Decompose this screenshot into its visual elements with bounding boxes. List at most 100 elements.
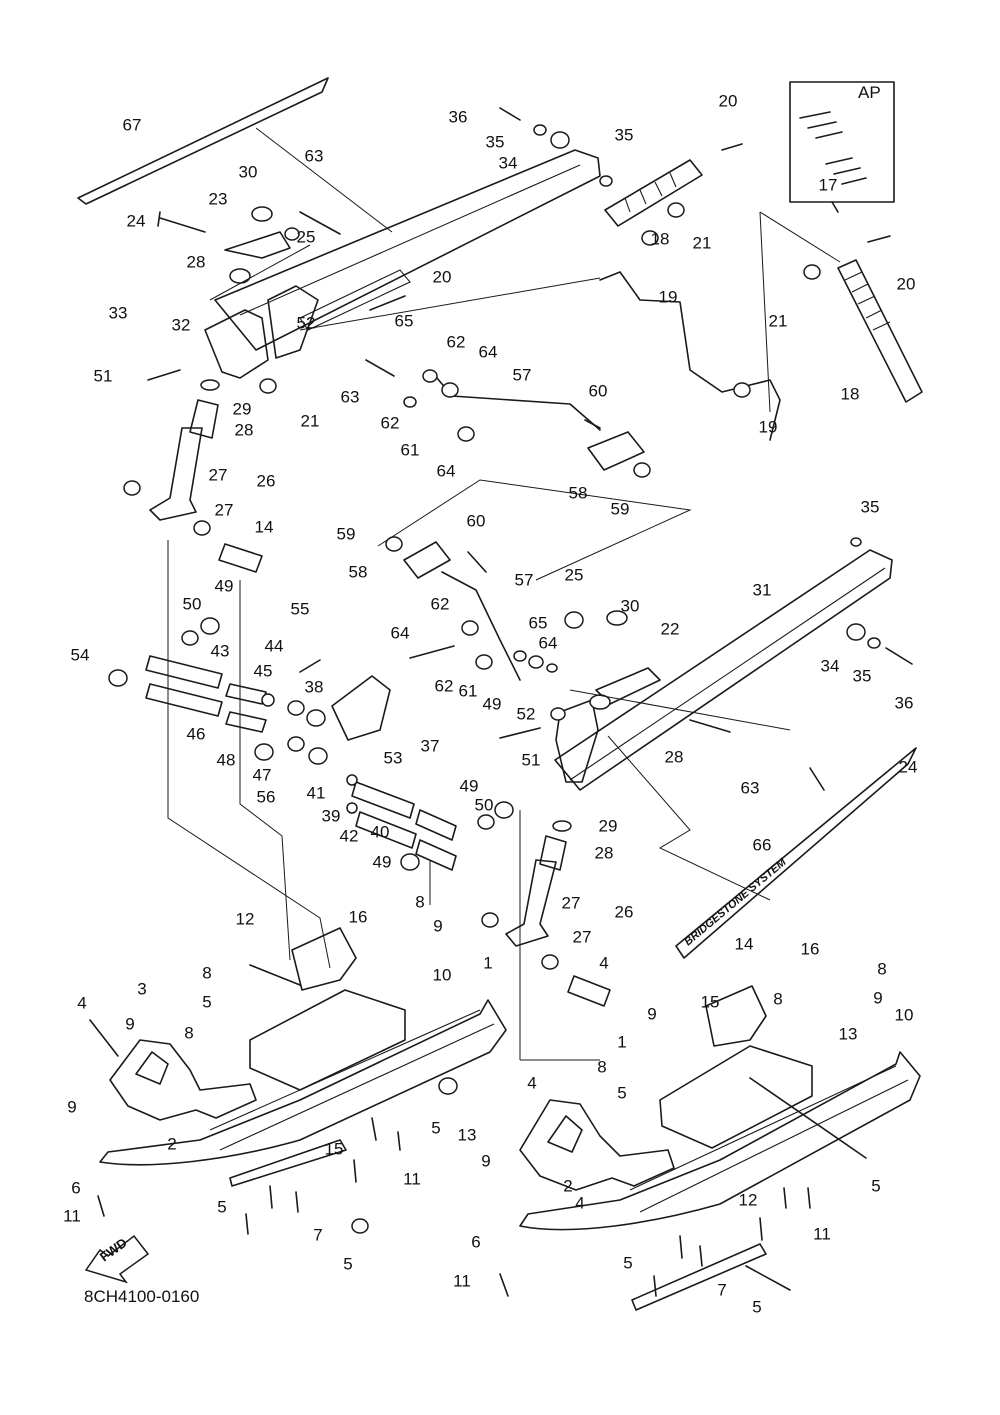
callout-13: 13 [458,1125,477,1144]
bracket-23 [224,231,291,259]
cap-50a [181,630,199,646]
nut-25 [284,227,300,241]
callout-27: 27 [562,893,581,912]
callout-35: 35 [615,125,634,144]
callout-50: 50 [475,795,494,814]
callout-64: 64 [437,461,456,480]
callout-49: 49 [460,776,479,795]
pin-60a [584,419,601,429]
studs-11d [653,1235,703,1297]
callout-9: 9 [481,1151,490,1170]
callout-6: 6 [71,1178,80,1197]
cap-30b [606,610,628,626]
callout-39: 39 [322,806,341,825]
washer-35a [533,124,547,136]
bolt-20a [721,143,743,151]
bushing-13a [438,1077,458,1095]
nut-52b [550,707,566,721]
callout-30: 30 [621,596,640,615]
callout-8: 8 [773,989,782,1008]
nut-25b [564,611,584,629]
pin-60b [467,551,487,573]
callout-2: 2 [167,1134,176,1153]
callout-57: 57 [515,570,534,589]
callout-7: 7 [717,1280,726,1299]
bolt-3a [89,1019,119,1057]
bolt-6b [499,1273,509,1297]
callout-28: 28 [235,420,254,439]
bolt-20b [867,235,891,243]
spindle-26 [149,427,203,521]
bushing-34a [550,131,570,149]
ap-inset-frame [789,81,895,203]
callout-19: 19 [759,417,778,436]
callout-18: 18 [841,384,860,403]
shock-18b [837,259,923,403]
callout-51: 51 [94,366,113,385]
callout-28: 28 [665,747,684,766]
callout-24: 24 [127,211,146,230]
nut-21 [259,378,277,394]
callout-4: 4 [527,1073,536,1092]
callout-10: 10 [895,1005,914,1024]
bushing-38 [306,709,326,727]
frame-bracket [599,271,781,441]
callout-43: 43 [211,641,230,660]
right-ski-saddle [659,1045,813,1149]
callout-14: 14 [735,934,754,953]
bushing-39 [346,774,358,786]
bolt-36a [499,107,521,121]
callout-9: 9 [433,916,442,935]
bushing-59b [385,536,403,552]
callout-27: 27 [209,465,228,484]
bushing-19a [641,230,659,246]
callout-38: 38 [305,677,324,696]
rod-end-62b [403,396,417,408]
callout-26: 26 [257,471,276,490]
callout-33: 33 [109,303,128,322]
nut-64b [457,426,475,442]
bolt-63c [689,719,731,733]
spring-17-bottom [825,157,867,185]
callout-16: 16 [349,907,368,926]
callout-32: 32 [172,315,191,334]
bushing-47 [287,736,305,752]
bolt-12a [249,964,301,986]
studs-11a [353,1117,401,1183]
callout-5: 5 [202,992,211,1011]
callout-27: 27 [215,500,234,519]
ski-beam-31 [554,549,893,791]
callout-49: 49 [483,694,502,713]
callout-37: 37 [421,736,440,755]
callout-9: 9 [647,1004,656,1023]
collar-14 [218,543,263,573]
callout-26: 26 [615,902,634,921]
tie-rod-57a [431,371,601,431]
callout-11: 11 [403,1169,421,1188]
callout-22: 22 [661,619,680,638]
callout-52: 52 [297,313,316,332]
callout-63: 63 [741,778,760,797]
washer-29b [552,820,572,832]
bushing-27b [193,520,211,536]
callout-47: 47 [253,765,272,784]
runner-7b [631,1243,767,1311]
bolt-51b [499,727,541,739]
callout-60: 60 [589,381,608,400]
callout-28: 28 [187,252,206,271]
callout-51: 51 [522,750,541,769]
plate-58a [587,431,645,471]
callout-49: 49 [373,852,392,871]
nut-64a [441,382,459,398]
callout-31: 31 [753,580,772,599]
fwd-arrow: FWD [84,1235,150,1284]
bolt-24 [157,211,206,233]
callout-64: 64 [391,623,410,642]
rod-end-62c [513,650,527,662]
callout-24: 24 [899,757,918,776]
nut-21b [803,264,821,280]
callout-8: 8 [597,1057,606,1076]
callout-12: 12 [739,1190,758,1209]
callout-21: 21 [693,233,712,252]
